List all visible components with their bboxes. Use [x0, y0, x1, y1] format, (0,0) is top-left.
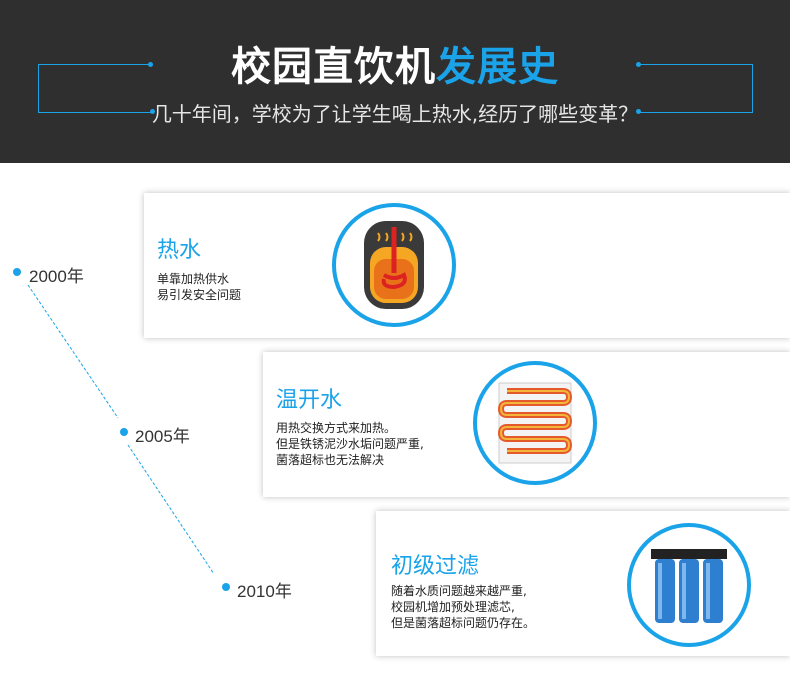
card-desc-line: 用热交换方式来加热。 [276, 421, 397, 435]
timeline-dot [120, 428, 128, 436]
card-desc-line: 但是铁锈泥沙水垢问题严重, [276, 437, 424, 451]
header-deco-left [38, 64, 153, 113]
card-title: 温开水 [276, 388, 343, 413]
card-title: 热水 [157, 238, 202, 263]
header-deco-right [638, 64, 753, 113]
card-desc-line: 单靠加热供水 [157, 272, 230, 286]
water-filter-icon [627, 523, 751, 647]
title-main: 校园直饮机 [231, 44, 436, 90]
header-banner: 校园直饮机发展史 几十年间，学校为了让学生喝上热水,经历了哪些变革？ [0, 0, 790, 163]
page-subtitle: 几十年间，学校为了让学生喝上热水,经历了哪些变革？ [151, 102, 639, 126]
timeline-year: 2000年 [29, 267, 84, 286]
page-title: 校园直饮机发展史 [0, 34, 790, 92]
deco-dot [636, 62, 641, 67]
timeline-dot [222, 583, 230, 591]
card-title: 初级过滤 [391, 554, 480, 579]
timeline-card: 热水 单靠加热供水 易引发安全问题 [144, 193, 790, 338]
boiler-tank-icon [332, 203, 456, 327]
deco-dot [150, 109, 155, 114]
card-desc: 用热交换方式来加热。 但是铁锈泥沙水垢问题严重, 菌落超标也无法解决 [276, 420, 424, 468]
timeline-dot [13, 268, 21, 276]
timeline-card: 温开水 用热交换方式来加热。 但是铁锈泥沙水垢问题严重, 菌落超标也无法解决 [263, 352, 790, 497]
card-desc-line: 校园机增加预处理滤芯, [391, 600, 515, 614]
card-desc-line: 随着水质问题越来越严重, [391, 584, 527, 598]
timeline-year: 2005年 [135, 427, 190, 446]
heat-exchanger-icon [473, 361, 597, 485]
card-desc-line: 菌落超标也无法解决 [276, 453, 385, 467]
timeline-card: 初级过滤 随着水质问题越来越严重, 校园机增加预处理滤芯, 但是菌落超标问题仍存… [376, 511, 790, 656]
card-desc: 随着水质问题越来越严重, 校园机增加预处理滤芯, 但是菌落超标问题仍存在。 [391, 583, 535, 631]
title-accent: 发展史 [436, 44, 559, 90]
card-desc-line: 但是菌落超标问题仍存在。 [391, 616, 536, 630]
timeline-year: 2010年 [237, 582, 292, 601]
deco-dot [148, 62, 153, 67]
deco-dot [636, 109, 641, 114]
card-desc-line: 易引发安全问题 [157, 288, 242, 302]
card-desc: 单靠加热供水 易引发安全问题 [157, 271, 241, 303]
